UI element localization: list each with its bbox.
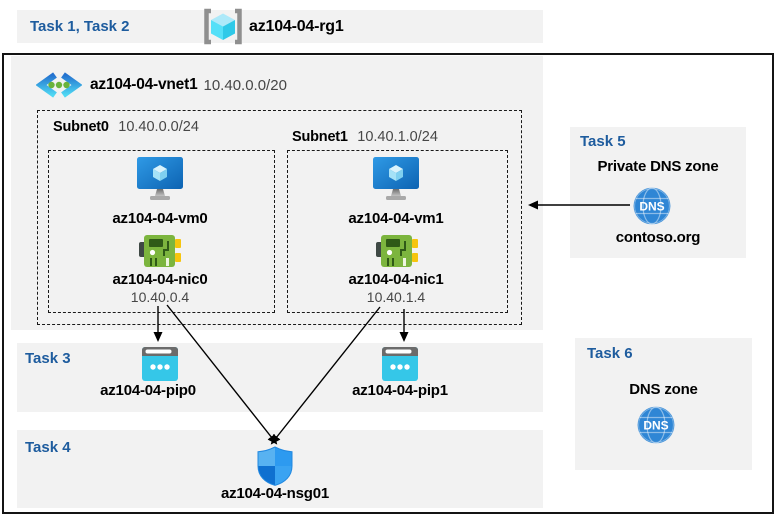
outer-frame: [2, 53, 774, 514]
nic0-label: az104-04-nic0: [112, 271, 208, 288]
task6-label: Task 6: [587, 345, 633, 362]
pip0-icon: [142, 347, 178, 381]
nic1-icon: [376, 233, 418, 269]
subnet1-title: Subnet1 10.40.1.0/24: [292, 128, 438, 146]
subnet0-cidr: 10.40.0.0/24: [118, 119, 199, 135]
vm1-icon: [372, 157, 420, 203]
vnet-name: az104-04-vnet1: [90, 76, 198, 93]
task5-title: Private DNS zone: [597, 158, 719, 175]
svg-text:DNS: DNS: [639, 200, 664, 214]
nsg-icon: [256, 446, 294, 486]
pip1-label: az104-04-pip1: [352, 382, 448, 399]
task6-box: [575, 338, 752, 470]
subnet1-name: Subnet1: [292, 129, 348, 145]
virtual-network-icon: [36, 72, 82, 98]
vm1-label: az104-04-vm1: [348, 210, 444, 227]
nic1-label: az104-04-nic1: [348, 271, 444, 288]
vnet-area: [11, 56, 543, 330]
task5-label: Task 5: [580, 133, 626, 150]
subnet0-name: Subnet0: [53, 119, 109, 135]
task3-label: Task 3: [25, 350, 71, 367]
task12-band: Task 1, Task 2: [17, 10, 543, 43]
nic1-ip: 10.40.1.4: [366, 289, 426, 305]
nic0-icon: [139, 233, 181, 269]
subnet0-title: Subnet0 10.40.0.0/24: [53, 118, 199, 136]
vm0-label: az104-04-vm0: [112, 210, 208, 227]
subnet1-cidr: 10.40.1.0/24: [357, 129, 438, 145]
task6-title: DNS zone: [629, 381, 698, 398]
private-dns-zone-icon: DNS: [633, 187, 671, 225]
nic0-ip: 10.40.0.4: [130, 289, 190, 305]
task12-label: Task 1, Task 2: [30, 18, 130, 35]
resource-group-name: az104-04-rg1: [249, 17, 344, 35]
dns-zone-icon: DNS: [637, 406, 675, 444]
resource-group-icon: [201, 8, 245, 45]
pip0-label: az104-04-pip0: [100, 382, 196, 399]
vm0-icon: [136, 157, 184, 203]
nsg-label: az104-04-nsg01: [220, 485, 330, 502]
vnet-cidr: 10.40.0.0/20: [203, 76, 287, 94]
subnet0-box: [48, 150, 275, 313]
task5-zone-name: contoso.org: [615, 229, 701, 246]
vnet-title: az104-04-vnet1 10.40.0.0/20: [90, 74, 287, 96]
task4-label: Task 4: [25, 439, 71, 456]
pip1-icon: [382, 347, 418, 381]
svg-text:DNS: DNS: [643, 419, 668, 433]
subnet1-box: [287, 150, 508, 313]
task3-band: [17, 343, 543, 412]
